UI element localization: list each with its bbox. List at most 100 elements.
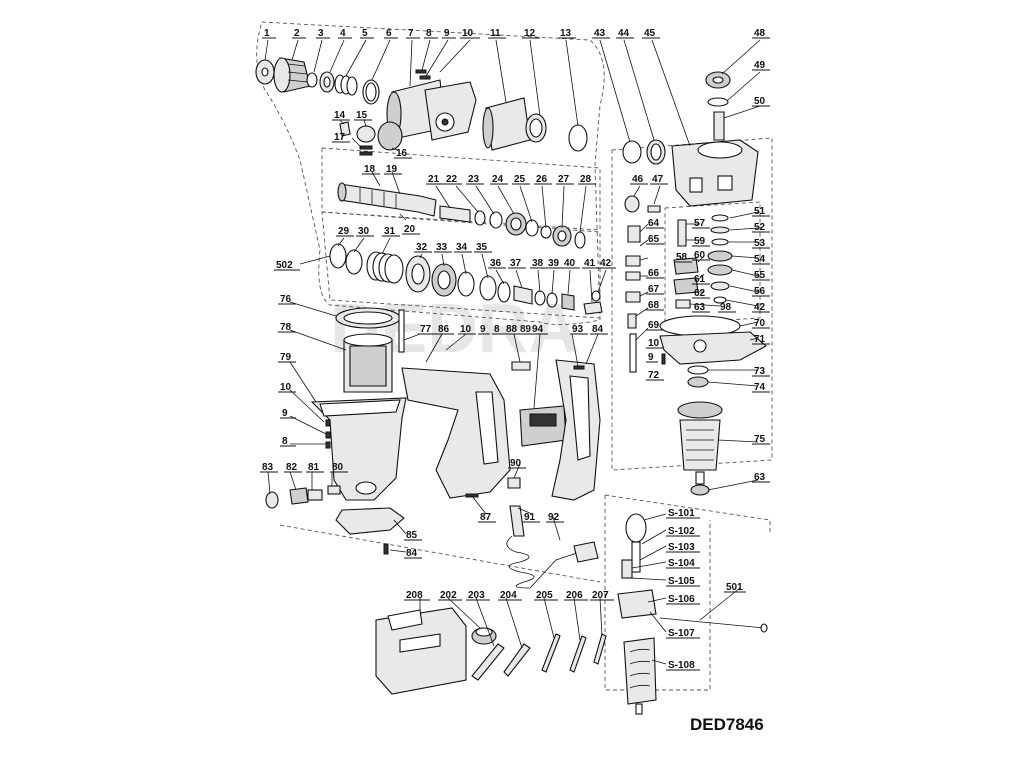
- pin-47-part: [647, 205, 661, 213]
- svg-text:77: 77: [420, 324, 432, 335]
- ring-12-part: [525, 113, 547, 143]
- depth-rod-501-part: [659, 617, 768, 633]
- spindle-subgroup-outline: [321, 147, 601, 231]
- svg-text:33: 33: [436, 242, 448, 253]
- part-label: 10: [458, 324, 476, 335]
- svg-text:46: 46: [632, 174, 644, 185]
- part-label: S-106: [666, 594, 700, 605]
- svg-text:21: 21: [428, 174, 440, 185]
- power-cord-92-part: [506, 535, 599, 589]
- part-label: 10: [460, 28, 480, 39]
- svg-text:65: 65: [648, 234, 660, 245]
- svg-text:27: 27: [558, 174, 570, 185]
- bearing-63-bottom-part: [690, 484, 710, 496]
- svg-text:10: 10: [460, 324, 472, 335]
- side-handle-grip-part: [623, 637, 657, 715]
- part-label: 93: [570, 324, 588, 335]
- part-label: 30: [356, 226, 374, 237]
- ring-36-part: [497, 281, 511, 303]
- part-label: 8: [280, 436, 296, 447]
- part-label: 73: [752, 366, 770, 377]
- part-label: 9: [442, 28, 456, 39]
- screw-77-part: [398, 309, 405, 353]
- rod-69-part: [629, 333, 637, 373]
- screw-72-part: [661, 353, 666, 365]
- svg-text:78: 78: [280, 322, 292, 333]
- svg-text:76: 76: [280, 294, 292, 305]
- part-label: 81: [306, 462, 324, 473]
- part-label: 18: [362, 164, 380, 175]
- part-label: 48: [752, 28, 770, 39]
- gear-stack-part: [707, 214, 733, 304]
- ring-35-part: [479, 275, 497, 301]
- brush-cover-76-part: [335, 307, 401, 329]
- svg-text:501: 501: [726, 582, 743, 593]
- svg-text:10: 10: [648, 338, 660, 349]
- part-label: 15: [354, 110, 372, 121]
- part-label: 41: [582, 258, 600, 269]
- svg-text:502: 502: [276, 260, 293, 271]
- part-label: 47: [650, 174, 668, 185]
- svg-text:63: 63: [694, 302, 706, 313]
- svg-text:26: 26: [536, 174, 548, 185]
- svg-text:S-105: S-105: [668, 576, 695, 587]
- screws-8-9-part: [415, 69, 431, 80]
- cap-46-part: [624, 195, 640, 213]
- seal-43-part: [622, 140, 642, 164]
- part-label: 5: [360, 28, 374, 39]
- part-label: 43: [592, 28, 610, 39]
- svg-text:S-103: S-103: [668, 542, 695, 553]
- svg-text:86: 86: [438, 324, 450, 335]
- svg-text:43: 43: [594, 28, 606, 39]
- svg-text:14: 14: [334, 110, 346, 121]
- svg-text:84: 84: [592, 324, 604, 335]
- svg-text:28: 28: [580, 174, 592, 185]
- clutch-32-part: [405, 255, 431, 293]
- svg-text:17: 17: [334, 132, 346, 143]
- part-label: 67: [646, 284, 664, 295]
- stator-78-part: [343, 333, 393, 393]
- svg-text:31: 31: [384, 226, 396, 237]
- svg-text:9: 9: [648, 352, 654, 363]
- svg-text:5: 5: [362, 28, 368, 39]
- part-label: 90: [508, 458, 526, 469]
- part-label: 70: [752, 318, 770, 329]
- part-label: 4: [338, 28, 352, 39]
- svg-text:85: 85: [406, 530, 418, 541]
- bearing-27-part: [552, 225, 572, 247]
- svg-text:51: 51: [754, 206, 766, 217]
- gear-cover-71-part: [659, 331, 767, 365]
- part-label: S-104: [666, 558, 700, 569]
- part-label: S-108: [666, 660, 700, 671]
- part-label: 63: [752, 472, 770, 483]
- svg-text:61: 61: [694, 274, 706, 285]
- svg-text:84: 84: [406, 548, 418, 559]
- svg-text:S-107: S-107: [668, 628, 695, 639]
- part-label: 9: [646, 352, 658, 363]
- part-label: 501: [724, 582, 746, 593]
- ring-39-part: [546, 292, 558, 308]
- svg-text:6: 6: [386, 28, 392, 39]
- spring-5-part: [334, 74, 358, 96]
- svg-text:68: 68: [648, 300, 660, 311]
- svg-text:22: 22: [446, 174, 458, 185]
- part-label: 10: [646, 338, 664, 349]
- part-label: 3: [316, 28, 330, 39]
- part-label: 83: [260, 462, 278, 473]
- chisel-203-part: [471, 643, 505, 681]
- svg-text:47: 47: [652, 174, 664, 185]
- svg-text:48: 48: [754, 28, 766, 39]
- bearing-24-part: [505, 212, 527, 236]
- svg-text:205: 205: [536, 590, 553, 601]
- part-label: 42: [752, 302, 770, 313]
- ring-30-part: [345, 249, 363, 275]
- side-handle-clamp-part: [621, 513, 647, 579]
- part-label: 80: [330, 462, 348, 473]
- ring-34-part: [457, 271, 475, 297]
- part-label: S-101: [666, 508, 700, 519]
- part-label: 84: [590, 324, 608, 335]
- svg-text:74: 74: [754, 382, 766, 393]
- part-label: 56: [752, 286, 770, 297]
- svg-text:18: 18: [364, 164, 376, 175]
- part-label: 26: [534, 174, 552, 185]
